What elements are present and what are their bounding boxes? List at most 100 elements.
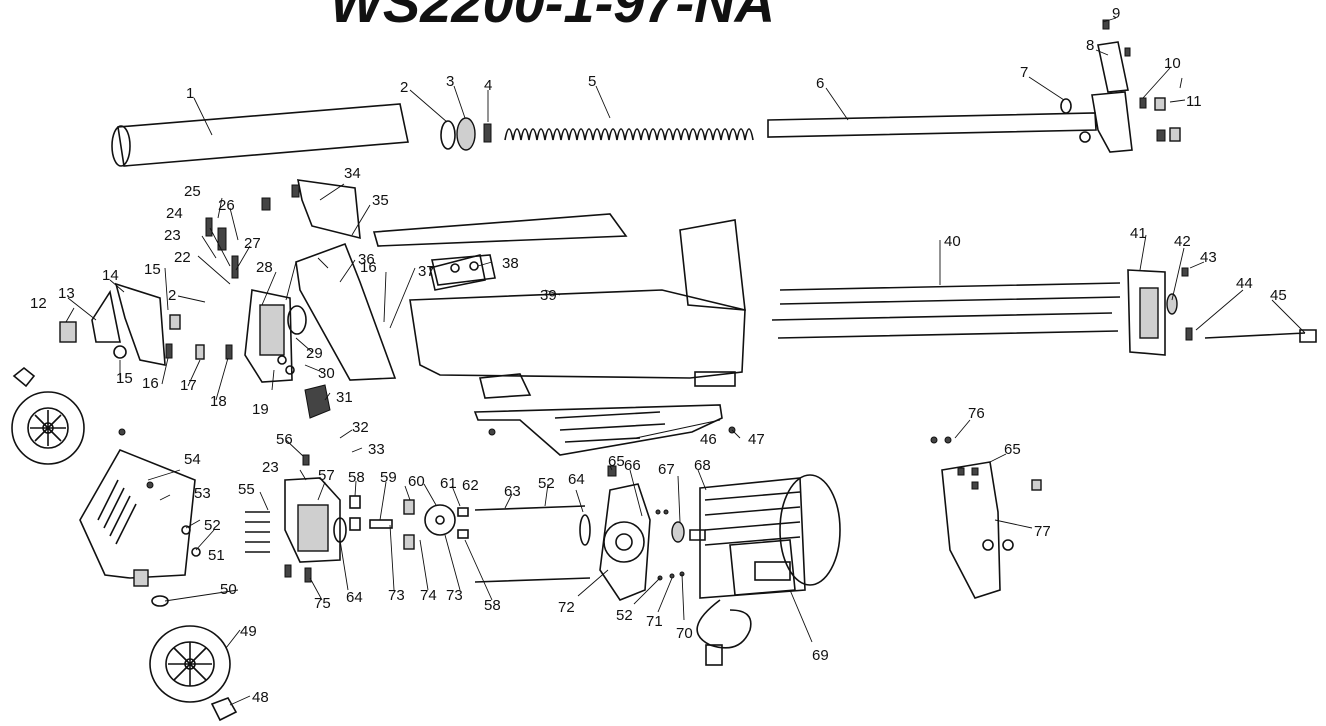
part-label-25: 25 [184,183,201,200]
part-label-58b: 58 [484,597,501,614]
part-label-44: 44 [1236,275,1253,292]
part-label-70: 70 [676,625,693,642]
part-label-4: 4 [484,77,492,94]
part-wheel-lower [149,625,238,722]
part-label-45: 45 [1270,287,1287,304]
part-label-12: 12 [30,295,47,312]
part-label-14: 14 [102,267,119,284]
part-label-64b: 64 [346,589,363,606]
part-label-65b: 65 [1004,441,1021,458]
part-label-58a: 58 [348,469,365,486]
part-label-54: 54 [184,451,201,468]
part-label-48: 48 [252,689,269,706]
diagram-title: WS2200-1-97-NA [330,0,775,34]
part-tube [111,103,409,167]
part-base-plate [473,404,736,456]
part-label-34: 34 [344,165,361,182]
part-label-62: 62 [462,477,479,494]
part-label-10: 10 [1164,55,1181,72]
part-label-27: 27 [244,235,261,252]
part-label-2b: 2 [168,287,176,304]
part-label-60: 60 [408,473,425,490]
part-motor [689,474,841,666]
part-labels: 1 2 3 4 5 6 7 8 9 10 11 12 13 14 15 15 1… [30,5,1287,706]
part-label-57: 57 [318,467,335,484]
part-spring [504,128,754,141]
part-label-23b: 23 [262,459,279,476]
part-label-31: 31 [336,389,353,406]
part-label-6: 6 [816,75,824,92]
part-label-24: 24 [166,205,183,222]
part-label-17: 17 [180,377,197,394]
part-label-55: 55 [238,481,255,498]
part-label-16b: 16 [360,259,377,276]
part-label-37: 37 [418,263,435,280]
part-label-71: 71 [646,613,663,630]
part-beam [409,219,746,399]
part-stand [79,428,201,607]
part-label-13: 13 [58,285,75,302]
part-end-plate [1127,267,1317,356]
part-label-7: 7 [1020,64,1028,81]
part-label-53: 53 [194,485,211,502]
part-label-18: 18 [210,393,227,410]
part-label-73a: 73 [388,587,405,604]
part-label-73b: 73 [446,587,463,604]
part-label-61: 61 [440,475,457,492]
part-label-67: 67 [658,461,675,478]
part-rings [440,117,492,151]
part-label-23: 23 [164,227,181,244]
part-label-64a: 64 [568,471,585,488]
part-label-52a: 52 [204,517,221,534]
part-label-40: 40 [944,233,961,250]
part-label-28: 28 [256,259,273,276]
part-label-33: 33 [368,441,385,458]
part-label-35: 35 [372,192,389,209]
part-label-49: 49 [240,623,257,640]
part-label-3: 3 [446,73,454,90]
part-label-16a: 16 [142,375,159,392]
part-label-32: 32 [352,419,369,436]
part-side-plate [930,436,1042,599]
part-label-41: 41 [1130,225,1147,242]
part-label-29: 29 [306,345,323,362]
part-label-39: 39 [540,287,557,304]
part-label-65a: 65 [608,453,625,470]
part-push-rod [767,19,1181,153]
part-label-19: 19 [252,401,269,418]
part-label-26: 26 [218,197,235,214]
part-label-77: 77 [1034,523,1051,540]
part-label-11: 11 [1186,93,1202,110]
part-pump-assembly [245,454,591,583]
part-label-15b: 15 [116,370,133,387]
part-label-15a: 15 [144,261,161,278]
part-wheel-upper [11,366,85,465]
part-label-43: 43 [1200,249,1217,266]
part-label-52b: 52 [538,475,555,492]
part-label-8: 8 [1086,37,1094,54]
leader-lines [65,17,1306,706]
part-label-9: 9 [1112,5,1120,22]
part-label-52c: 52 [616,607,633,624]
part-label-72: 72 [558,599,575,616]
part-label-66: 66 [624,457,641,474]
part-label-74: 74 [420,587,437,604]
part-label-68: 68 [694,457,711,474]
part-label-22: 22 [174,249,191,266]
part-label-51: 51 [208,547,225,564]
part-label-42: 42 [1174,233,1191,250]
part-valve-assembly [59,217,331,419]
part-label-63: 63 [504,483,521,500]
part-label-56: 56 [276,431,293,448]
part-label-36: 36 [358,251,375,268]
part-label-1: 1 [186,85,194,102]
part-label-47: 47 [748,431,765,448]
part-label-38: 38 [502,255,519,272]
part-label-50: 50 [220,581,237,598]
part-label-59: 59 [380,469,397,486]
part-label-30: 30 [318,365,335,382]
part-tie-rods [771,282,1121,339]
part-label-46: 46 [700,431,717,448]
